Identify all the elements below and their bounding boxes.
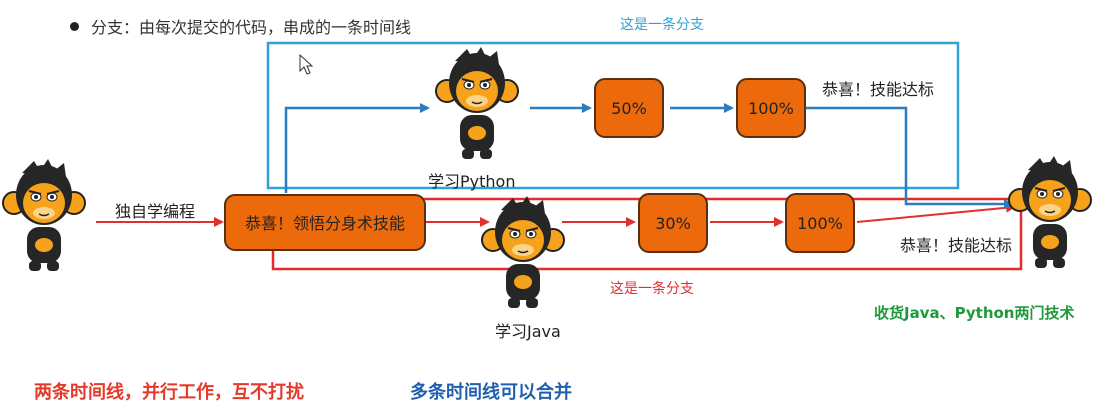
main-skill-label: 恭喜！领悟分身术技能 — [245, 214, 405, 233]
java-100-box — [785, 193, 855, 253]
python-100-box — [736, 78, 806, 138]
blue-branch-label: 这是一条分支 — [620, 17, 704, 33]
bullet-text: 分支：由每次提交的代码，串成的一条时间线 — [91, 18, 412, 37]
caption-learn-python: 学习Python — [428, 172, 516, 191]
caption-congrats-java: 恭喜！技能达标 — [900, 236, 1013, 255]
bullet-definition: 分支：由每次提交的代码，串成的一条时间线 — [70, 14, 411, 38]
java-100-label: 100% — [797, 214, 843, 233]
monkey-python-icon — [435, 46, 519, 160]
caption-learn-java: 学习Java — [495, 322, 561, 341]
main-skill-box — [224, 194, 426, 251]
python-50-box — [594, 78, 664, 138]
java-30-box — [638, 193, 708, 253]
footer-blue-note: 多条时间线可以合并 — [410, 382, 572, 403]
monkey-self-icon — [2, 158, 86, 272]
python-50-label: 50% — [611, 99, 647, 118]
caption-result: 收货Java、Python两门技术 — [874, 304, 1075, 322]
caption-self-learning: 独自学编程 — [115, 202, 196, 221]
arrow-main-to-python — [284, 103, 430, 193]
monkey-java-icon — [481, 195, 565, 309]
bullet-dot-icon — [70, 22, 79, 31]
java-30-label: 30% — [655, 214, 691, 233]
arrow-java100-to-result — [856, 202, 1016, 223]
red-branch-label: 这是一条分支 — [610, 281, 694, 297]
caption-congrats-python: 恭喜！技能达标 — [822, 80, 935, 99]
mouse-cursor-icon — [299, 53, 314, 75]
arrow-python100-to-result — [806, 106, 1014, 209]
python-branch-outline — [266, 41, 960, 190]
footer-red-note: 两条时间线，并行工作，互不打扰 — [34, 382, 304, 403]
python-100-label: 100% — [748, 99, 794, 118]
